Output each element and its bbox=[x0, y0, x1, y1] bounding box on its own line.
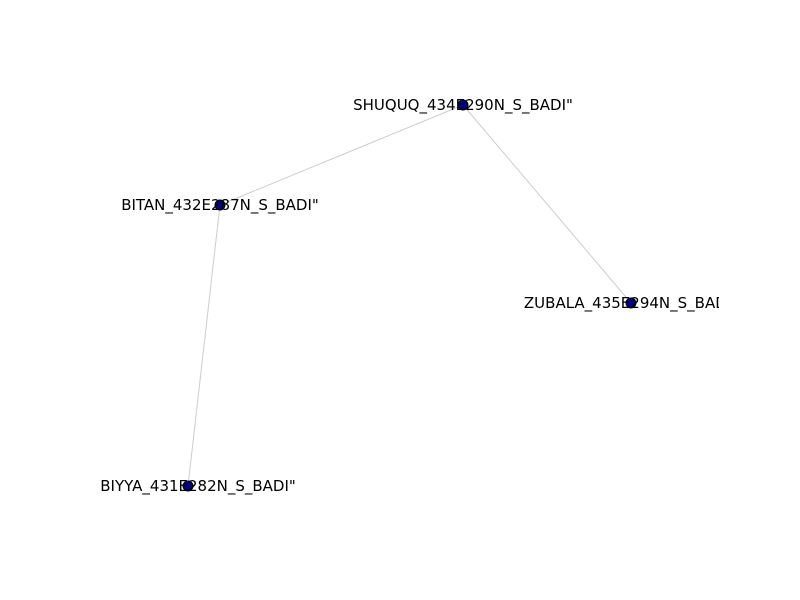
node-zubala bbox=[625, 297, 637, 309]
nodes-layer bbox=[182, 99, 637, 492]
node-rabiyya bbox=[182, 480, 194, 492]
edge-bitan-rabiyya bbox=[187, 204, 221, 487]
labels-layer: SHUQUQ_434E290N_S_BADI" BITAN_432E287N_S_… bbox=[80, 96, 738, 496]
node-label-shuquq: SHUQUQ_434E290N_S_BADI" bbox=[353, 96, 573, 115]
node-bitan bbox=[214, 199, 226, 211]
node-shuquq bbox=[457, 99, 469, 111]
edges-layer bbox=[187, 104, 632, 487]
node-label-bitan: BITAN_432E287N_S_BADI" bbox=[121, 196, 319, 215]
edge-shuquq-bitan bbox=[219, 104, 464, 206]
node-label-rabiyya: RABIYYA_431E282N_S_BADI" bbox=[80, 477, 296, 496]
edge-shuquq-zubala bbox=[462, 104, 632, 304]
node-label-zubala: ZUBALA_435E294N_S_BADI" bbox=[524, 294, 738, 313]
